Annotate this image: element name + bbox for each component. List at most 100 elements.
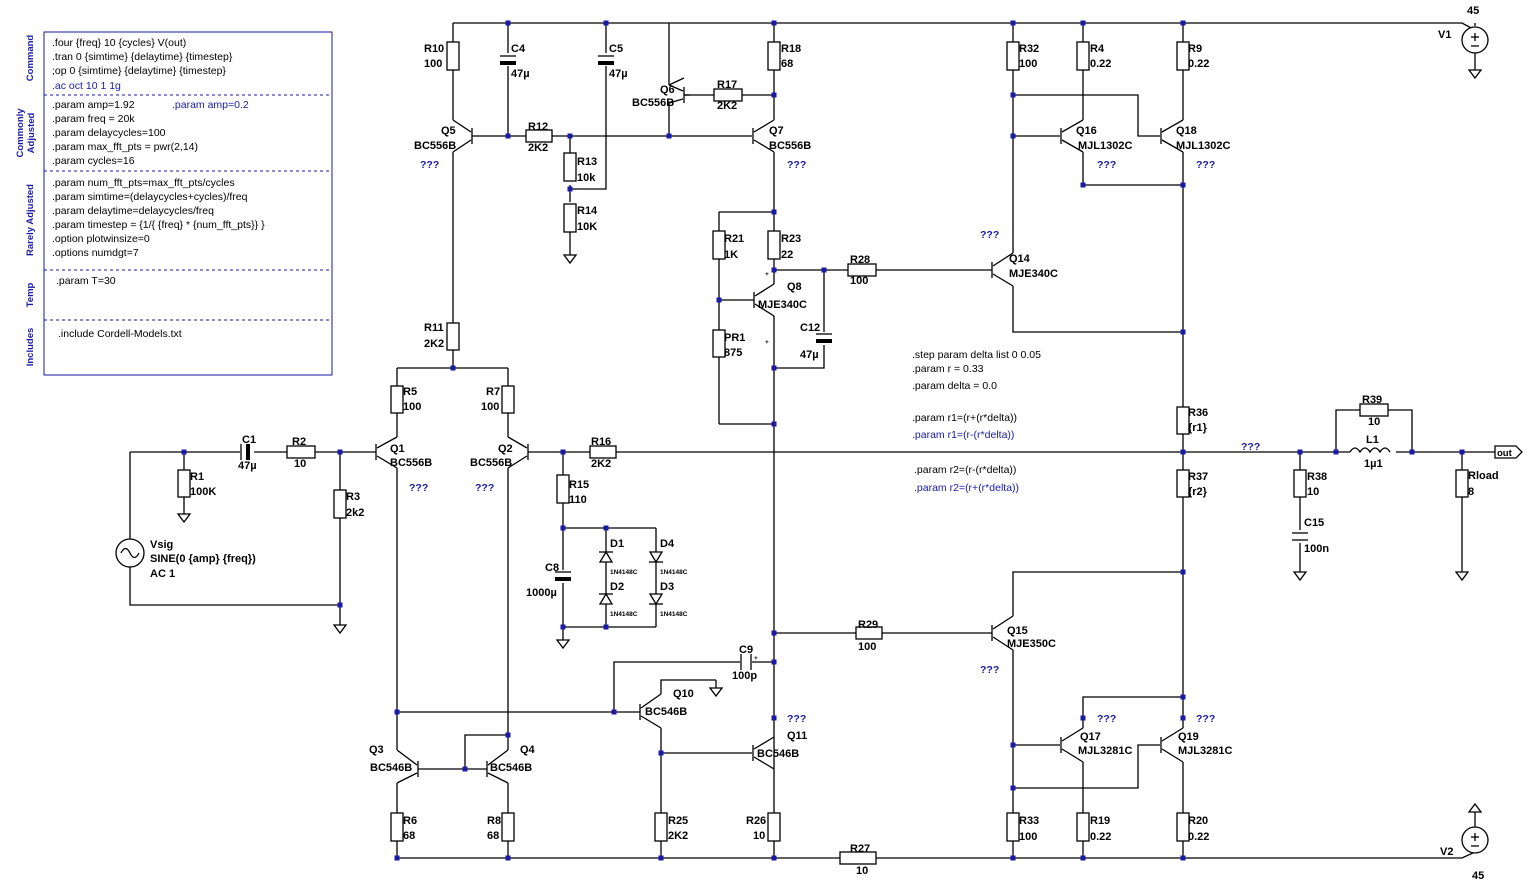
label-Q18: Q18 xyxy=(1176,125,1197,137)
junction-dot xyxy=(603,624,609,630)
transistor-Q15[interactable] xyxy=(991,615,1014,651)
directive-line[interactable]: .param cycles=16 xyxy=(52,155,135,167)
capacitor-C15[interactable] xyxy=(1292,532,1308,541)
directive-line[interactable]: .param delaycycles=100 xyxy=(52,127,166,139)
capacitor-C4[interactable] xyxy=(500,55,516,65)
directive-line[interactable]: .include Cordell-Models.txt xyxy=(58,328,182,340)
transistor-Q10[interactable] xyxy=(639,693,662,729)
directive-line[interactable]: ;op 0 {simtime} {delaytime} {timestep} xyxy=(52,65,226,77)
directive-line-active[interactable]: .param r2=(r+(r*delta)) xyxy=(914,482,1019,494)
resistor-R20[interactable] xyxy=(1176,812,1190,842)
resistor-R21[interactable] xyxy=(712,230,726,260)
resistor-R7[interactable] xyxy=(501,385,515,414)
resistor-R32[interactable] xyxy=(1006,41,1020,71)
resistor-Rload[interactable] xyxy=(1455,469,1469,498)
resistor-R33[interactable] xyxy=(1006,812,1020,842)
directive-line[interactable]: .four {freq} 10 {cycles} V(out) xyxy=(52,37,186,49)
directive-line[interactable]: .param freq = 20k xyxy=(52,113,135,125)
capacitor-C9[interactable]: + xyxy=(740,654,758,670)
resistor-R23[interactable] xyxy=(767,230,781,260)
diode-D2[interactable] xyxy=(598,592,614,605)
resistor-R13[interactable] xyxy=(563,152,577,182)
directive-line[interactable]: .param r1=(r+(r*delta)) xyxy=(912,412,1017,424)
resistor-R15[interactable] xyxy=(556,474,570,504)
transistor-Q5[interactable] xyxy=(452,119,473,153)
resistor-R29[interactable] xyxy=(855,626,883,640)
inductor-L1[interactable] xyxy=(1349,447,1391,454)
voltage-source-V1[interactable] xyxy=(1461,26,1489,80)
resistor-R8[interactable] xyxy=(501,812,515,842)
resistor-R16[interactable] xyxy=(589,445,617,459)
resistor-R1[interactable] xyxy=(177,469,191,498)
capacitor-C8[interactable] xyxy=(555,571,571,581)
transistor-Q1[interactable] xyxy=(375,436,398,469)
transistor-Q2[interactable] xyxy=(507,436,529,469)
resistor-PR1[interactable] xyxy=(712,329,726,358)
directive-line[interactable]: .option plotwinsize=0 xyxy=(52,233,150,245)
transistor-Q8[interactable]: ++ xyxy=(753,271,775,346)
resistor-R11[interactable] xyxy=(446,322,460,351)
transistor-Q3[interactable] xyxy=(396,749,419,784)
directive-line-active[interactable]: .ac oct 10 1 1g xyxy=(52,80,121,92)
output-port[interactable]: out xyxy=(1494,445,1523,459)
capacitor-C1[interactable] xyxy=(240,444,250,460)
resistor-R3[interactable] xyxy=(333,489,347,519)
resistor-R25[interactable] xyxy=(654,812,668,842)
diode-D1[interactable] xyxy=(598,550,614,563)
label-Q2: Q2 xyxy=(498,443,513,455)
directive-line[interactable]: .step param delta list 0 0.05 xyxy=(912,349,1041,361)
label-C5: C5 xyxy=(609,43,623,55)
transistor-Q7[interactable] xyxy=(752,119,775,153)
directive-line[interactable]: .param r = 0.33 xyxy=(912,363,984,375)
label-R1: R1 xyxy=(190,471,204,483)
transistor-Q6[interactable] xyxy=(668,84,690,104)
resistor-R6[interactable] xyxy=(390,812,404,842)
directive-line-active[interactable]: .param r1=(r-(r*delta)) xyxy=(912,429,1014,441)
directive-line[interactable]: .options numdgt=7 xyxy=(52,247,139,259)
label-V1-value: 45 xyxy=(1467,5,1479,17)
resistor-R28[interactable] xyxy=(847,263,877,277)
directive-line[interactable]: .param simtime=(delaycycles+cycles)/freq xyxy=(52,191,248,203)
resistor-R2[interactable] xyxy=(286,445,316,459)
transistor-Q17[interactable] xyxy=(1060,727,1084,763)
transistor-Q16[interactable] xyxy=(1060,119,1084,153)
resistor-R38[interactable] xyxy=(1293,469,1307,498)
resistor-R14[interactable] xyxy=(563,203,577,233)
transistor-Q11[interactable] xyxy=(752,736,775,770)
diode-D4[interactable] xyxy=(648,551,664,564)
directive-line[interactable]: .param delta = 0.0 xyxy=(912,380,997,392)
resistor-R12[interactable] xyxy=(525,129,553,143)
diode-D3[interactable] xyxy=(648,593,664,606)
transistor-Q14[interactable] xyxy=(991,252,1014,287)
directive-line[interactable]: .param delaytime=delaycycles/freq xyxy=(52,205,214,217)
resistor-R5[interactable] xyxy=(390,385,404,414)
transistor-Q18[interactable] xyxy=(1160,119,1184,153)
resistor-R39[interactable] xyxy=(1359,403,1389,417)
directive-line[interactable]: .param T=30 xyxy=(56,275,116,287)
directive-line[interactable]: .param num_fft_pts=max_fft_pts/cycles xyxy=(52,177,235,189)
voltage-source-V2[interactable] xyxy=(1461,802,1489,854)
directive-line[interactable]: .param amp=1.92 xyxy=(52,99,135,111)
directive-line[interactable]: .param max_fft_pts = pwr(2,14) xyxy=(52,141,198,153)
capacitor-C5[interactable] xyxy=(598,55,614,65)
resistor-R26[interactable] xyxy=(767,812,781,842)
capacitor-C12[interactable] xyxy=(816,333,832,343)
directive-line[interactable]: .param r2=(r-(r*delta)) xyxy=(914,464,1016,476)
resistor-R10[interactable] xyxy=(446,41,460,71)
resistor-R19[interactable] xyxy=(1076,812,1090,842)
directive-line-alt[interactable]: .param amp=0.2 xyxy=(172,99,249,111)
label-Q5-value: BC556B xyxy=(414,140,456,152)
resistor-R9[interactable] xyxy=(1176,41,1190,71)
resistor-R4[interactable] xyxy=(1076,41,1090,71)
resistor-R37[interactable] xyxy=(1176,469,1190,498)
resistor-R36[interactable] xyxy=(1176,406,1190,435)
directive-line[interactable]: .param timestep = {1/{ {freq} * {num_fft… xyxy=(52,219,265,231)
voltage-source-Vsig[interactable] xyxy=(115,538,145,568)
resistor-R18[interactable] xyxy=(767,41,781,71)
transistor-Q4[interactable] xyxy=(486,749,509,784)
resistor-R17[interactable] xyxy=(713,88,743,102)
directive-line[interactable]: .tran 0 {simtime} {delaytime} {timestep} xyxy=(52,51,233,63)
resistor-R27[interactable] xyxy=(839,851,877,865)
transistor-Q19[interactable] xyxy=(1160,727,1184,763)
